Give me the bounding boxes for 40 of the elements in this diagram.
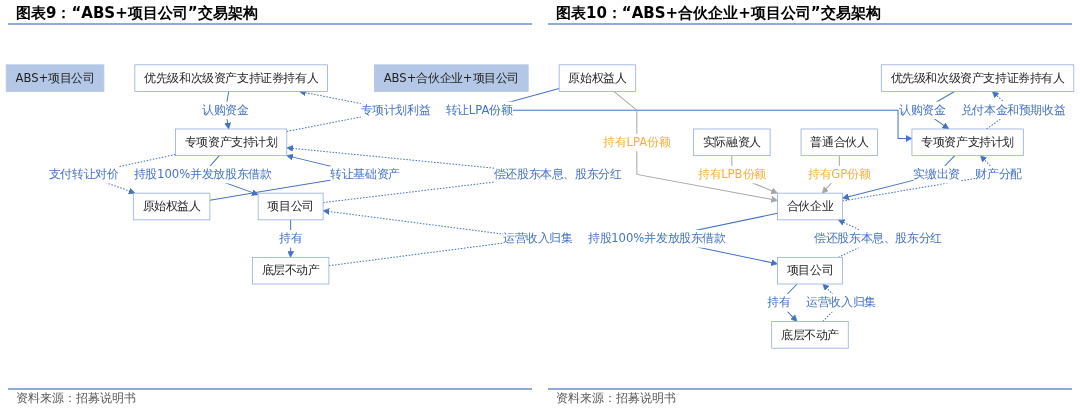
arrow <box>287 219 295 258</box>
node-box: 项目公司 <box>777 256 843 285</box>
edge-label: 持有 <box>279 231 303 246</box>
edge-label: 运营收入归集 <box>502 231 573 246</box>
node-box: 专项资产支持计划 <box>911 128 1024 157</box>
edge-label: 持有 <box>767 295 791 310</box>
node-box: 底层不动产 <box>251 256 330 285</box>
edge-label: 兑付本金和预期收益 <box>960 103 1066 117</box>
edge-label: 持股100%并发放股东借款 <box>133 167 272 182</box>
edge-label: 持有LPB份额 <box>697 167 766 182</box>
node-box: 专项资产支持计划 <box>175 128 288 157</box>
edge-label: 偿还股东本息、股东分红 <box>814 231 942 246</box>
node-box: 合伙企业 <box>777 192 843 221</box>
node-box: ABS+合伙企业+项目公司 <box>374 64 529 92</box>
edge-label: 偿还股东本息、股东分红 <box>493 167 622 182</box>
node-box: 原始权益人 <box>558 64 637 92</box>
node-box: 优先级和次级资产支持证券持有人 <box>134 64 328 92</box>
edge-label: 实缴出资 <box>913 167 960 182</box>
edge-label: 运营收入归集 <box>806 295 876 310</box>
node-box: 原始权益人 <box>132 192 211 221</box>
edge-label: 专项计划利益 <box>360 103 431 117</box>
source-note: 资料来源：招募说明书 <box>8 388 532 407</box>
source-note: 资料来源：招募说明书 <box>548 388 1072 407</box>
edge-label: 支付转让对价 <box>48 167 119 182</box>
node-box: 实际融资人 <box>693 128 771 157</box>
node-box: 优先级和次级资产支持证券持有人 <box>880 64 1075 92</box>
edge-label: 认购资金 <box>899 103 946 117</box>
node-box: 底层不动产 <box>771 321 849 349</box>
node-box: 项目公司 <box>257 192 324 221</box>
edge-label: 转让基础资产 <box>330 167 400 182</box>
edge-label: 持有LPA份额 <box>603 135 671 150</box>
edge-label: 财产分配 <box>975 167 1022 182</box>
figure-title: 图表9：“ABS+项目公司”交易架构 <box>8 4 532 25</box>
node-box: 普通合伙人 <box>800 128 878 157</box>
figure-title: 图表10：“ABS+合伙企业+项目公司”交易架构 <box>548 4 1072 25</box>
edge-label: 转让LPA份额 <box>445 103 513 117</box>
edge-label: 持有GP份额 <box>808 167 871 182</box>
edge-label: 持股100%并发放股东借款 <box>587 231 726 246</box>
edge-label: 认购资金 <box>202 103 249 117</box>
node-box: ABS+项目公司 <box>5 64 105 92</box>
